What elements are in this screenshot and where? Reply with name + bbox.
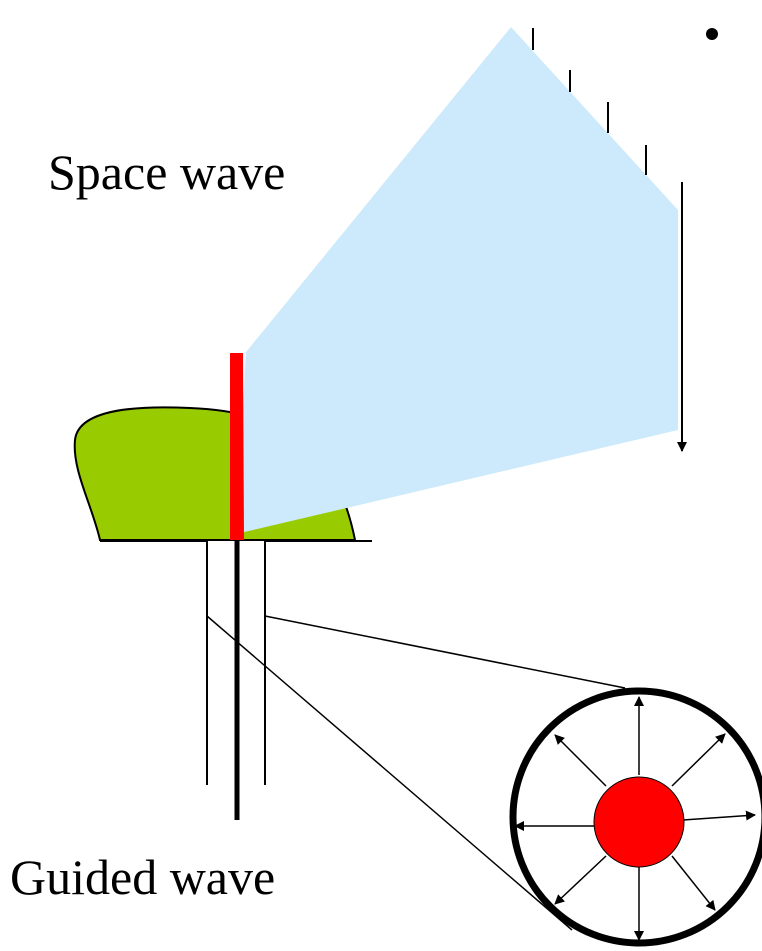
radial-arrow-downright (671, 855, 716, 911)
space-wave-lobe (236, 27, 678, 534)
guided-wave-label: Guided wave (10, 849, 276, 905)
radial-arrow-upleft (554, 734, 607, 787)
antenna-element (230, 353, 244, 540)
radial-arrow-right (682, 810, 756, 821)
radial-arrow-downleft (554, 855, 607, 905)
projection-line-bottom (206, 615, 573, 931)
space-wave-label: Space wave (48, 144, 286, 200)
bullet-dot-icon (706, 28, 718, 40)
inner-conductor-cross-section (593, 776, 685, 868)
radial-field-arrows (514, 696, 756, 941)
radial-arrow-upright (671, 733, 726, 787)
projection-line-top (264, 615, 626, 689)
